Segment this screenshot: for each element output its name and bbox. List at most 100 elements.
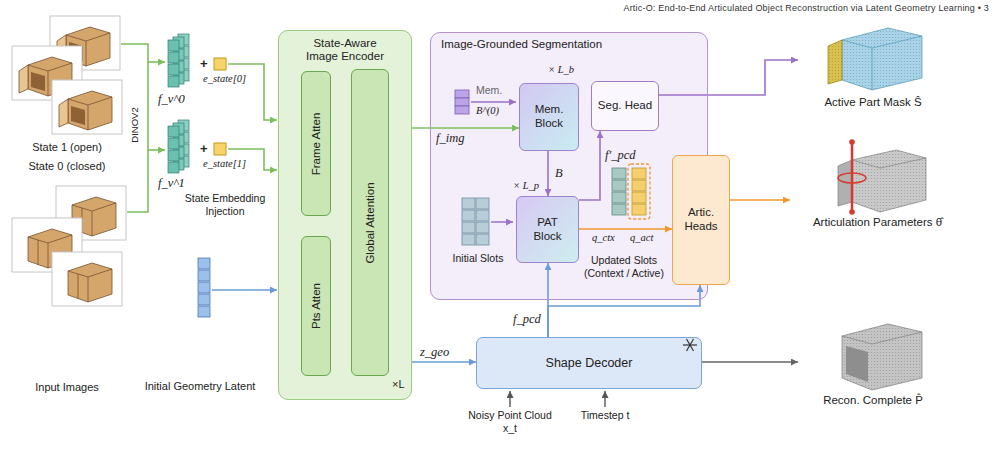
initial-slots-part [462, 210, 475, 221]
feature-tokens-part [168, 120, 189, 173]
block-label: Global Attention [364, 182, 376, 263]
input-images-part [52, 252, 122, 306]
updated-slots-part [632, 168, 646, 179]
active-part-mask-render-part [828, 40, 842, 84]
panel-title: Image-Grounded Segmentation [441, 38, 602, 51]
input-arrows [510, 391, 605, 407]
encoder-panel: State-Aware Image EncoderFrame AttenPts … [278, 30, 412, 400]
initial-slots-part [476, 198, 489, 209]
active-part-mask-render-part [872, 48, 873, 90]
connector-arrow [547, 151, 549, 196]
updated-slots-part [632, 180, 646, 191]
reconstruction-render-part [842, 324, 922, 390]
geometry-latent-part [198, 282, 210, 293]
group-label: Initial Geometry Latent [130, 380, 270, 393]
output-figure: Active Part Mask Ŝ [798, 18, 948, 110]
geometry-latent-part [198, 306, 210, 317]
articulation-render-part [851, 142, 854, 212]
process-box: Mem. Block [519, 83, 579, 151]
active-part-mask-render-part [842, 36, 922, 48]
dino-arrows-part [148, 149, 165, 151]
dino-arrows [121, 44, 277, 212]
feature-tokens-part [214, 58, 226, 70]
attention-block: Frame Atten [301, 71, 331, 216]
math-symbol: e_state[1] [203, 158, 246, 171]
edge-label: B [555, 166, 563, 181]
process-box: Artic. Heads [672, 155, 730, 285]
math-symbol: q_act [630, 232, 653, 245]
latent-arrow [212, 289, 277, 291]
math-symbol: e_state[0] [203, 73, 246, 86]
articulation-render-part [849, 139, 855, 145]
active-part-mask-render-part [842, 28, 922, 90]
dino-arrows-part [121, 44, 148, 212]
input-arrows-part [509, 391, 510, 407]
reconstruction-render-part [842, 332, 922, 344]
connector-arrow [412, 127, 519, 129]
snowflake-symbol-part [687, 339, 694, 351]
snowflake-symbol-part [687, 339, 694, 351]
edge-label: f_img [436, 131, 464, 146]
repeat-count: × L_b [548, 64, 574, 77]
plus-sign: + [200, 141, 208, 157]
input-arrows-part [604, 391, 605, 407]
process-box: PAT Block [516, 196, 579, 263]
plus-sign: + [200, 56, 208, 72]
panel-title: State-Aware Image Encoder [299, 37, 391, 63]
block-label: Frame Atten [310, 112, 322, 175]
repeat-count: × L_p [513, 180, 539, 193]
box-label: Shape Decoder [546, 356, 633, 371]
reconstruction-render [842, 324, 922, 390]
block-label: Pts Atten [310, 283, 322, 329]
model-label: DINOV2 [129, 107, 140, 142]
edge-label: z_geo [420, 345, 449, 360]
articulation-render-part [852, 158, 926, 168]
output-figure: Articulation Parameters θ̂ [790, 138, 965, 230]
feature-tokens-part [168, 34, 189, 87]
math-symbol: B^(0) [476, 105, 499, 118]
panel-fill [278, 30, 412, 400]
updated-slots-part [612, 204, 626, 215]
edge-label: f′_pcd [605, 148, 636, 163]
connector-arrow [659, 60, 798, 95]
initial-slots-part [476, 210, 489, 221]
slots-arrow [491, 221, 513, 223]
geometry-latent-part [198, 270, 210, 281]
token-label: Initial Slots [438, 252, 518, 265]
token-label: Updated Slots (Context / Active) [578, 254, 670, 279]
reconstruction-render-part [846, 346, 868, 382]
connector-arrow [730, 199, 790, 201]
memory-tokens-part [455, 90, 469, 98]
input-label: Timestep t [572, 409, 638, 422]
active-part-mask-render-part [828, 40, 842, 84]
geometry-latent-part [198, 258, 210, 269]
initial-slots-part [476, 222, 489, 233]
state-label: State 0 (closed) [10, 160, 124, 173]
state-label: State 1 (open) [10, 141, 124, 154]
geometry-latent-part [198, 294, 210, 305]
connector-arrow [412, 361, 476, 363]
updated-slots-part [632, 204, 646, 215]
figure-caption: Articulation Parameters θ̂ [813, 216, 942, 230]
running-header: Artic-O: End-to-End Articulated Object R… [623, 3, 989, 14]
updated-slots-part [632, 192, 646, 203]
memory-tokens-part [455, 106, 469, 114]
repeat-count: ×L [392, 378, 405, 391]
updated-slots-part [612, 192, 626, 203]
reconstruction-render-part [842, 324, 922, 390]
process-box: Seg. Head [591, 81, 659, 131]
figure-caption: Recon. Complete P̂ [823, 394, 923, 408]
box-label: Seg. Head [598, 99, 652, 113]
math-symbol: f_v^0 [158, 92, 185, 107]
output-figure: Recon. Complete P̂ [798, 316, 948, 408]
box-label: Artic. Heads [678, 206, 724, 234]
initial-slots-part [476, 234, 489, 245]
dino-arrows-part [148, 61, 165, 63]
box-label: PAT Block [522, 216, 573, 244]
memory-arrow [471, 101, 516, 103]
group-label: State Embedding Injection [176, 192, 274, 217]
initial-slots-part [462, 234, 475, 245]
feature-tokens-part [214, 143, 226, 155]
updated-slots [612, 164, 650, 219]
token-label: Mem. [476, 84, 502, 97]
